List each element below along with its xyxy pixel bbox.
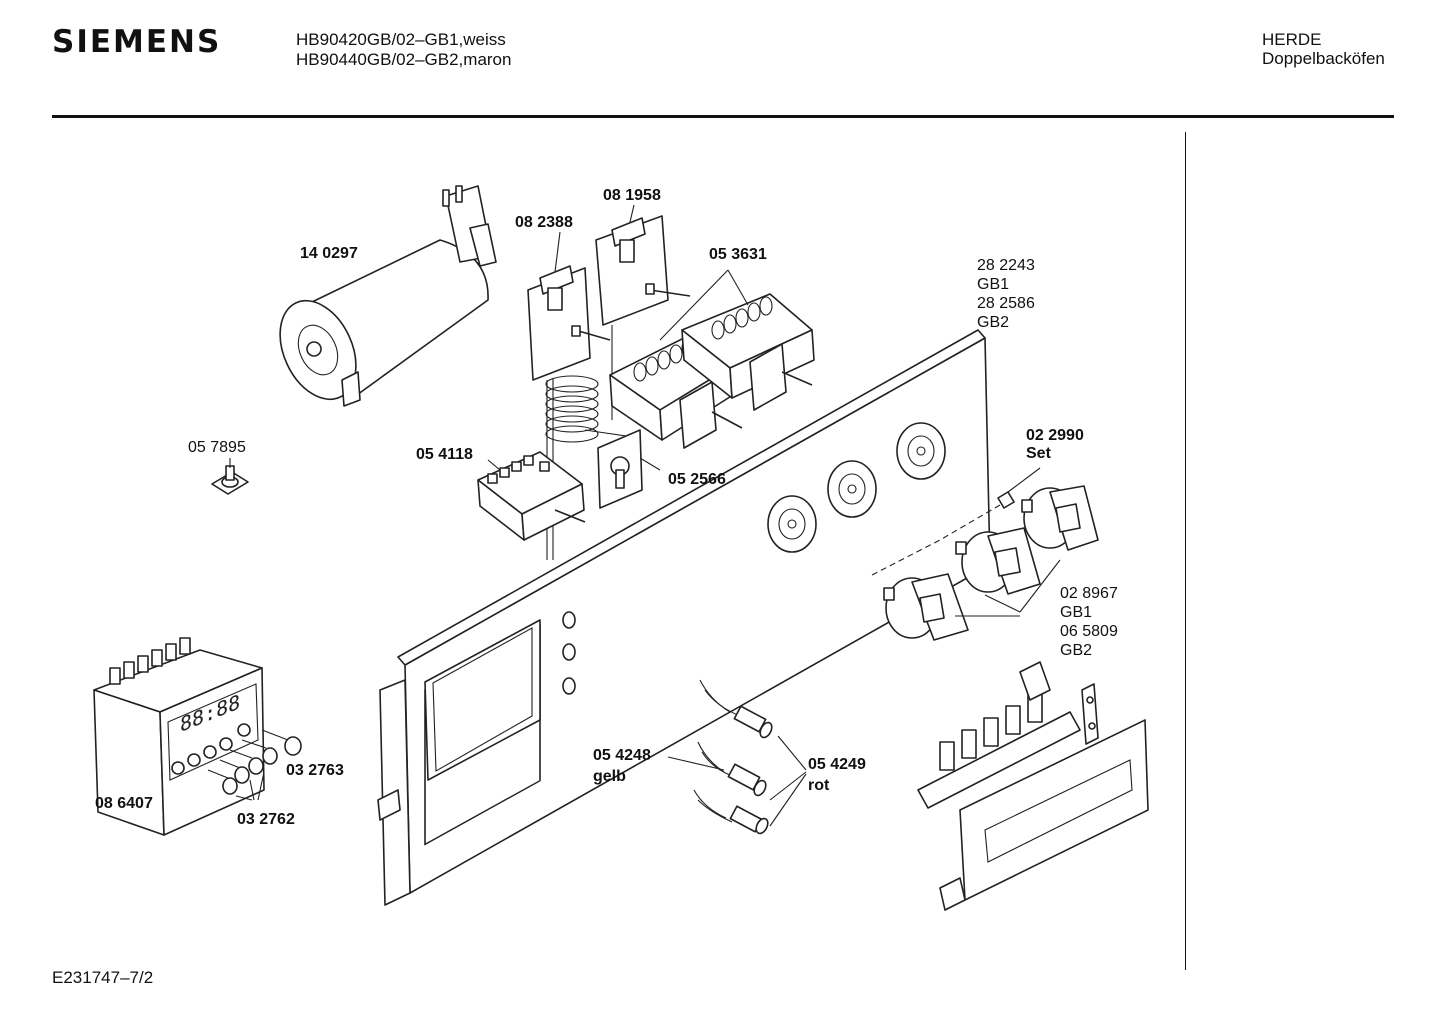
document-id: E231747–7/2 [52, 968, 154, 987]
control-knob-1 [883, 573, 969, 641]
label-052566: 05 2566 [668, 471, 726, 488]
label-032763: 03 2763 [286, 762, 344, 779]
knob-recess-3 [896, 422, 946, 480]
fan-motor [279, 185, 497, 407]
model-line-1: HB90420GB/02–GB1,weiss [296, 30, 506, 49]
terminal-block [917, 661, 1099, 809]
label-054248: 05 4248 [593, 747, 651, 764]
label-082388: 08 2388 [515, 214, 573, 231]
label-gb2-panel: GB2 [977, 314, 1009, 331]
margin-rule [1185, 132, 1186, 970]
timer-buttons [207, 729, 302, 801]
leader-lines [229, 204, 1041, 493]
label-081958: 08 1958 [603, 187, 661, 204]
label-054118: 05 4118 [416, 446, 473, 463]
electronic-timer: 88:88 [93, 637, 265, 836]
label-053631: 05 3631 [709, 246, 767, 263]
knob-recess-2 [827, 460, 877, 518]
label-028967: 02 8967 [1060, 585, 1118, 602]
part-057895 [211, 465, 249, 495]
control-knob-2 [955, 527, 1041, 595]
label-054249: 05 4249 [808, 756, 866, 773]
label-gb1-panel: GB1 [977, 276, 1009, 293]
switch-054118 [477, 451, 586, 541]
label-282243: 28 2243 [977, 257, 1035, 274]
category-line-1: HERDE [1262, 30, 1322, 49]
knob-recess-1 [767, 495, 817, 553]
label-gelb: gelb [593, 768, 626, 785]
header-rule [52, 115, 1394, 118]
label-065809: 06 5809 [1060, 623, 1118, 640]
control-panel [377, 329, 991, 906]
label-rot: rot [808, 777, 830, 794]
label-022990: 02 2990 [1026, 427, 1084, 444]
indicator-lamps [667, 679, 807, 835]
label-gb1-knob: GB1 [1060, 604, 1092, 621]
control-knob-3 [1021, 485, 1099, 551]
bracket-052566 [597, 429, 643, 509]
label-086407: 08 6407 [95, 795, 153, 812]
label-set: Set [1026, 445, 1052, 462]
model-line-2: HB90440GB/02–GB2,maron [296, 50, 512, 69]
label-282586: 28 2586 [977, 295, 1035, 312]
brand-logo: SIEMENS [52, 24, 222, 60]
label-057895: 05 7895 [188, 439, 246, 456]
category-line-2: Doppelbacköfen [1262, 49, 1385, 68]
label-gb2-knob: GB2 [1060, 642, 1092, 659]
thermostat-081958 [595, 215, 691, 420]
part-labels: 14 0297 08 2388 08 1958 05 3631 28 2243 … [95, 187, 1118, 828]
knob-spring-022990 [997, 491, 1015, 509]
mounting-frame [939, 719, 1149, 911]
selector-switch-rear [681, 293, 815, 411]
label-140297: 14 0297 [300, 245, 358, 262]
label-032762: 03 2762 [237, 811, 295, 828]
